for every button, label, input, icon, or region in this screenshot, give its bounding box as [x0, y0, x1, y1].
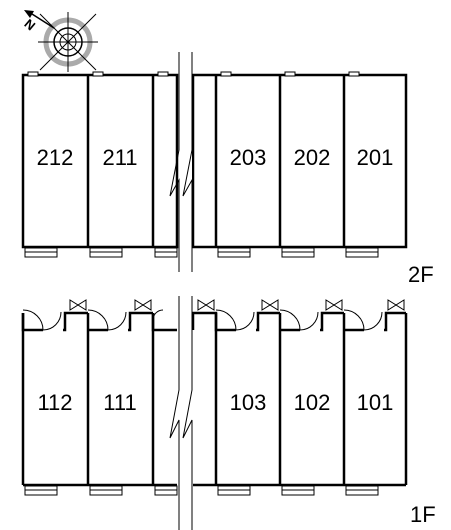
room-202-label: 202 [294, 145, 331, 170]
floor-label-1f: 1F [410, 502, 436, 527]
floor-2f: 212 211 203 202 201 2F [21, 52, 434, 287]
room-212-label: 212 [37, 145, 74, 170]
balconies-2f [24, 247, 379, 258]
room-112-label: 112 [37, 390, 72, 415]
break-symbol-2f [169, 52, 193, 272]
door-swings-1f [22, 309, 383, 331]
compass-north-label: N [22, 16, 39, 34]
entry-walls-1f [21, 311, 406, 332]
meter-boxes-1f [69, 299, 405, 311]
room-102-label: 102 [294, 390, 331, 415]
room-111-label: 111 [103, 390, 136, 415]
compass-rose-icon [24, 10, 98, 72]
room-203-label: 203 [230, 145, 267, 170]
room-211-label: 211 [102, 145, 137, 170]
top-markers-2f [27, 71, 360, 77]
balconies-1f [24, 485, 379, 496]
room-201-label: 201 [357, 145, 394, 170]
floor-label-2f: 2F [408, 262, 434, 287]
room-101-label: 101 [357, 390, 394, 415]
break-symbol-1f [169, 296, 193, 530]
floor-1f: 112 111 103 102 101 1F [21, 296, 436, 530]
room-103-label: 103 [230, 390, 267, 415]
